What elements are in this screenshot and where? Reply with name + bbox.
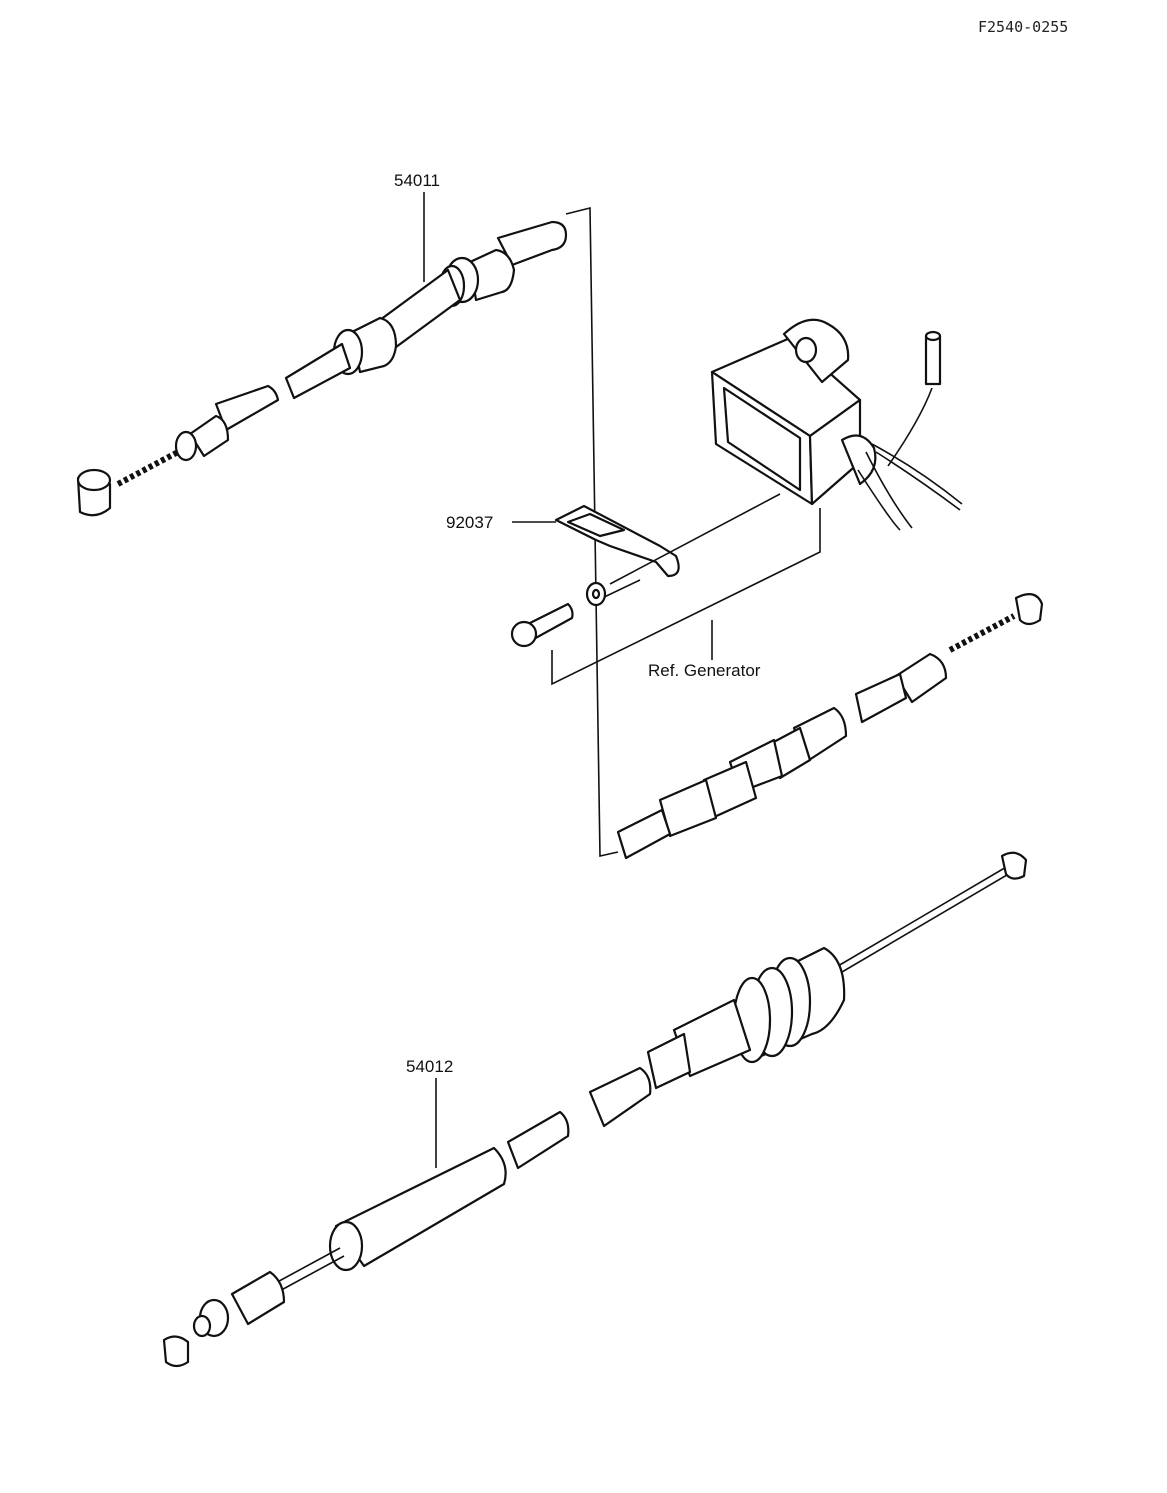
cable-54011 <box>76 220 568 517</box>
drawing-code: F2540-0255 <box>978 18 1068 36</box>
cable-54012 <box>162 851 1028 1368</box>
reference-label: Ref. Generator <box>648 661 761 680</box>
bracket-92037 <box>554 504 680 578</box>
reference-lines <box>551 493 821 686</box>
part-number-54011: 54011 <box>394 171 440 190</box>
cable-middle <box>616 593 1044 860</box>
bolt-and-washer <box>510 581 607 648</box>
part-number-54012: 54012 <box>406 1057 453 1076</box>
part-number-92037: 92037 <box>446 513 493 532</box>
generator <box>710 318 963 531</box>
